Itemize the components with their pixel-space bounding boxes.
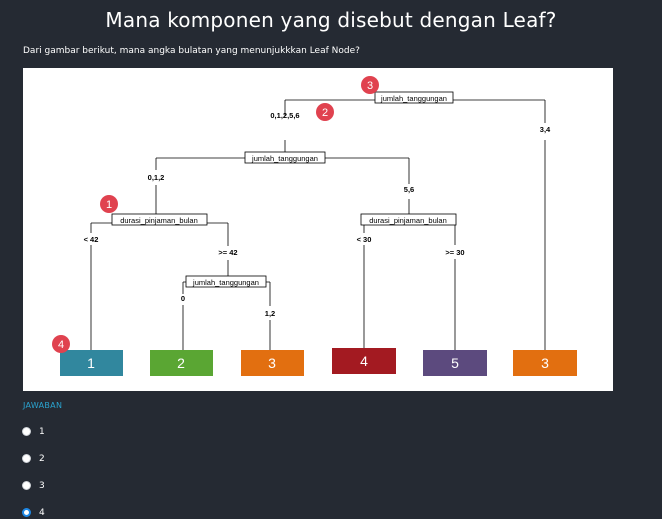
split-node-root: jumlah_tanggungan — [374, 91, 454, 104]
answer-options: 1 2 3 4 — [22, 418, 222, 519]
marker-4: 4 — [52, 335, 70, 353]
leaf-node-5: 5 — [423, 350, 487, 376]
decision-tree-svg: jumlah_tanggungan jumlah_tanggungan dura… — [52, 76, 577, 376]
edge-label-mid-right: 5,6 — [404, 185, 414, 194]
question-title: Mana komponen yang disebut dengan Leaf? — [105, 8, 557, 32]
split-node-left: durasi_pinjaman_bulan — [111, 213, 208, 226]
marker-2-label: 2 — [322, 107, 328, 119]
answer-option-1[interactable]: 1 — [22, 418, 222, 445]
answer-option-3[interactable]: 3 — [22, 472, 222, 499]
leaf-node-2: 2 — [150, 350, 213, 376]
split-node-right-label: durasi_pinjaman_bulan — [369, 216, 447, 225]
split-node-mid: jumlah_tanggungan — [244, 151, 326, 164]
edge-label-mid-left: 0,1,2 — [148, 173, 165, 182]
marker-4-label: 4 — [58, 339, 64, 351]
split-node-low-label: jumlah_tanggungan — [192, 278, 259, 287]
split-node-mid-label: jumlah_tanggungan — [251, 154, 318, 163]
question-prompt: Dari gambar berikut, mana angka bulatan … — [23, 46, 360, 56]
marker-1-label: 1 — [106, 199, 112, 211]
split-node-low: jumlah_tanggungan — [185, 275, 267, 288]
answer-option-2[interactable]: 2 — [22, 445, 222, 472]
edge-label-low-left: 0 — [181, 294, 185, 303]
edge-label-right-lt: < 30 — [357, 235, 372, 244]
edge-label-right-ge: >= 30 — [445, 248, 464, 257]
leaf-node-5-label: 5 — [451, 355, 459, 371]
split-node-root-label: jumlah_tanggungan — [380, 94, 447, 103]
answer-option-2-label: 2 — [39, 453, 45, 464]
leaf-node-3: 3 — [241, 350, 304, 376]
radio-button-4[interactable] — [22, 508, 31, 517]
split-node-left-label: durasi_pinjaman_bulan — [120, 216, 198, 225]
leaf-node-4-label: 4 — [360, 353, 368, 369]
marker-3: 3 — [361, 76, 379, 94]
radio-button-1[interactable] — [22, 427, 31, 436]
answer-option-1-label: 1 — [39, 426, 45, 437]
leaf-node-4: 4 — [332, 348, 396, 374]
answer-option-3-label: 3 — [39, 480, 45, 491]
decision-tree-image: jumlah_tanggungan jumlah_tanggungan dura… — [23, 68, 613, 391]
answer-heading: JAWABAN — [23, 401, 63, 410]
answer-option-4-label: 4 — [39, 507, 45, 518]
split-node-right: durasi_pinjaman_bulan — [360, 213, 457, 226]
leaf-node-1-label: 1 — [87, 355, 95, 371]
leaf-node-3-label: 3 — [268, 355, 276, 371]
answer-option-4[interactable]: 4 — [22, 499, 222, 519]
edge-label-root-right: 3,4 — [540, 125, 551, 134]
leaf-node-1: 1 — [60, 350, 123, 376]
leaf-node-2-label: 2 — [177, 355, 185, 371]
marker-2: 2 — [316, 103, 334, 121]
leaf-node-6: 3 — [513, 350, 577, 376]
marker-1: 1 — [100, 195, 118, 213]
edge-label-low-right: 1,2 — [265, 309, 275, 318]
edge-label-left-lt: < 42 — [84, 235, 99, 244]
edge-label-root-left: 0,1,2,5,6 — [270, 111, 299, 120]
radio-button-2[interactable] — [22, 454, 31, 463]
radio-button-3[interactable] — [22, 481, 31, 490]
leaf-node-6-label: 3 — [541, 355, 549, 371]
marker-3-label: 3 — [367, 80, 373, 92]
edge-label-left-ge: >= 42 — [218, 248, 237, 257]
